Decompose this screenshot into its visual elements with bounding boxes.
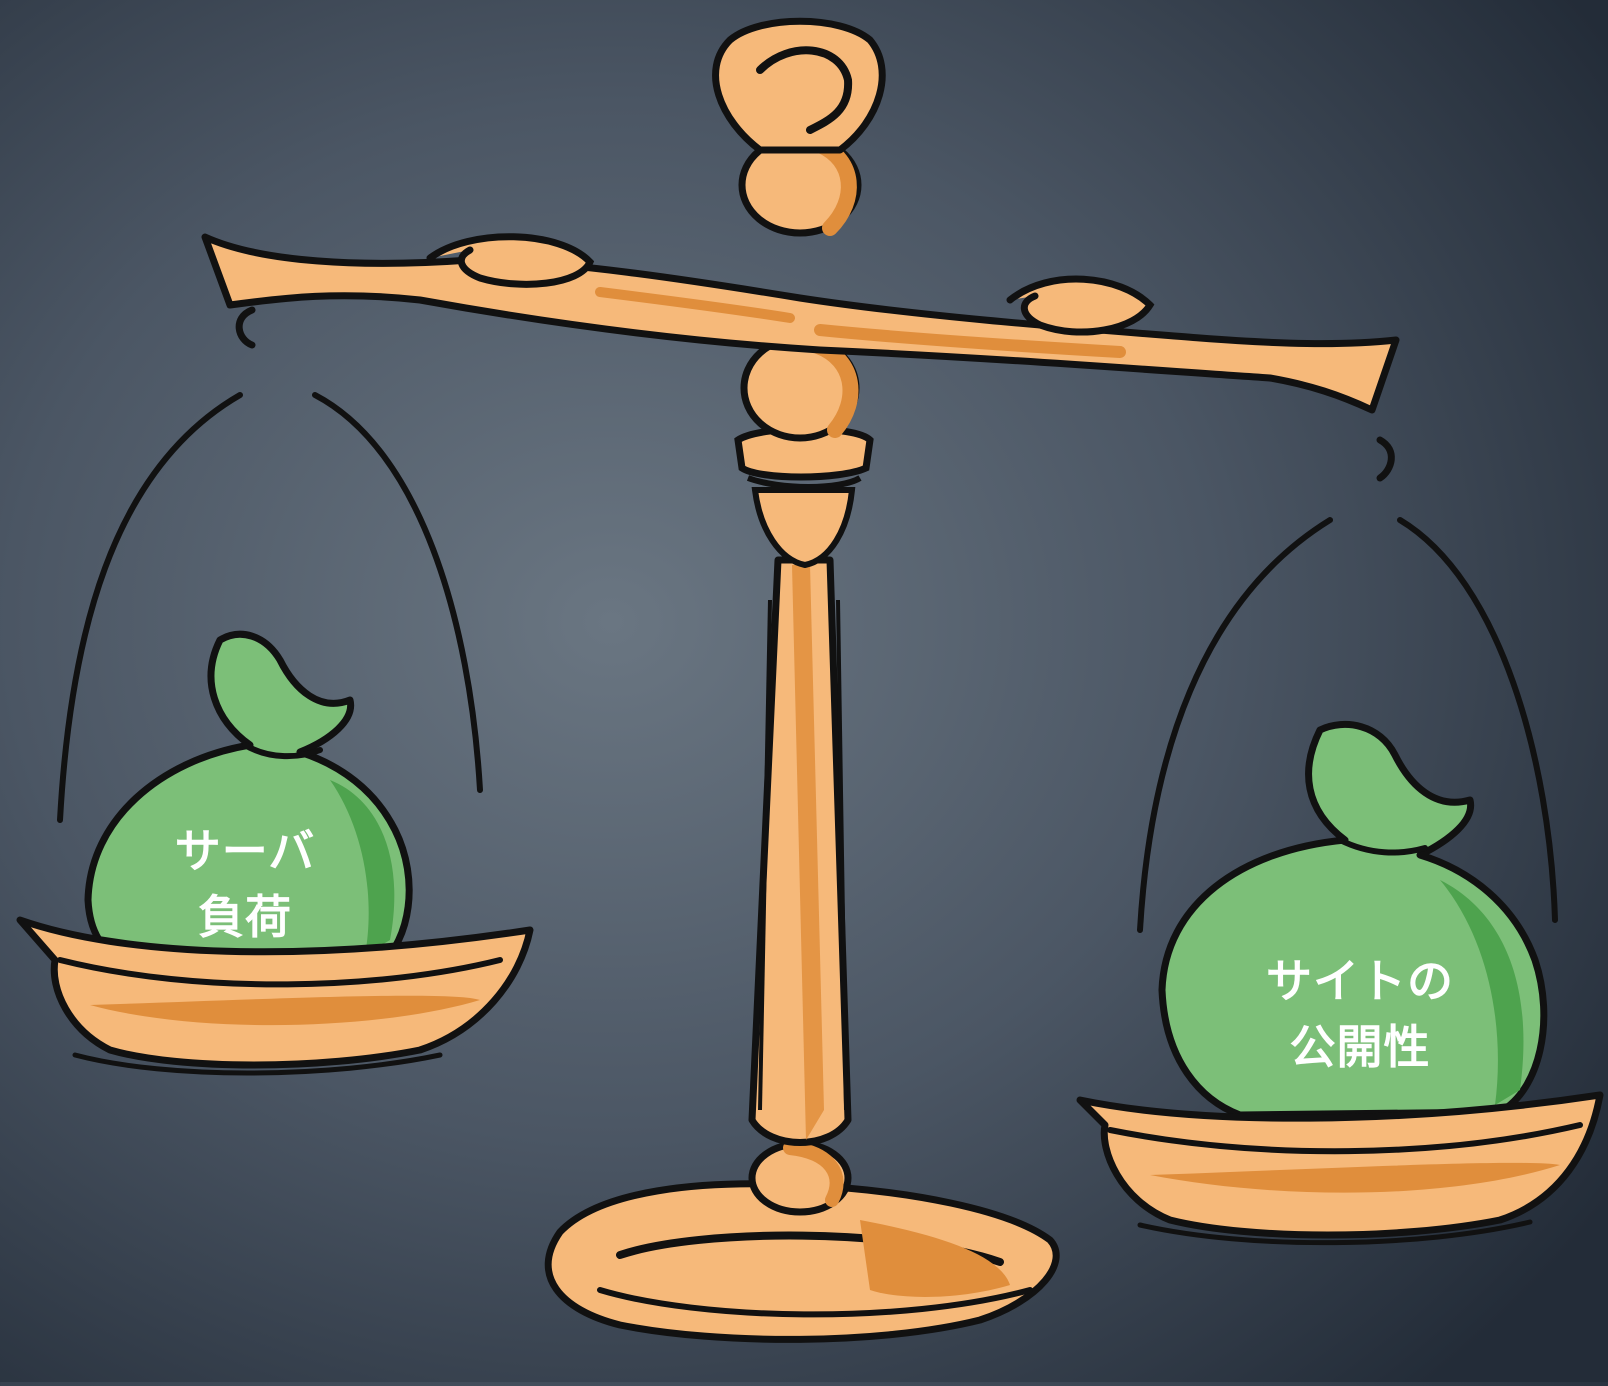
left-hanger [57, 306, 483, 823]
right-money-bag [1158, 720, 1548, 1119]
right-bag-label-line2: 公開性 [1289, 1020, 1431, 1074]
right-pan [1076, 1091, 1604, 1246]
scale-base [544, 1140, 1060, 1343]
right-bag-label: サイトの 公開性 [1235, 948, 1485, 1080]
scale-beam [201, 233, 1400, 414]
right-bag-label-line1: サイトの [1266, 954, 1454, 1008]
scale-finial [712, 17, 886, 237]
left-bag-label-line1: サーバ [174, 824, 316, 878]
left-bag-label-line2: 負荷 [198, 890, 292, 944]
scale-column [734, 334, 874, 1146]
left-pan [16, 916, 534, 1076]
left-bag-label: サーバ 負荷 [140, 818, 350, 950]
right-hanger [1137, 436, 1558, 933]
left-money-bag [84, 630, 413, 969]
